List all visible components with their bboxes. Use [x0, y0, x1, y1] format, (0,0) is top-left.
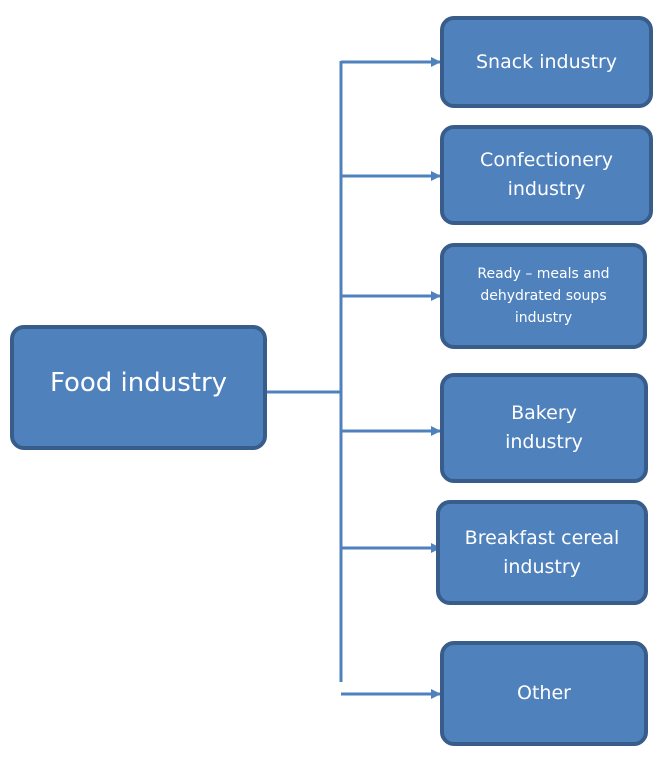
root-node-food-industry: Food industry [10, 325, 267, 450]
node-label: Ready – meals and dehydrated soups indus… [477, 266, 610, 326]
root-node-label: Food industry [49, 367, 228, 398]
node-label: Other [517, 682, 571, 704]
node-label: Bakery industry [505, 402, 583, 453]
node-bakery-industry: Bakery industry [440, 373, 648, 483]
node-snack-industry: Snack industry [440, 16, 653, 108]
node-label: Confectionery industry [480, 149, 613, 200]
node-label: Snack industry [475, 50, 618, 73]
node-label: Breakfast cereal industry [464, 526, 620, 578]
node-other: Other [440, 641, 648, 746]
node-breakfast-cereal-industry: Breakfast cereal industry [436, 500, 648, 605]
node-confectionery-industry: Confectionery industry [440, 125, 653, 225]
node-ready-meals-soups-industry: Ready – meals and dehydrated soups indus… [440, 243, 647, 349]
